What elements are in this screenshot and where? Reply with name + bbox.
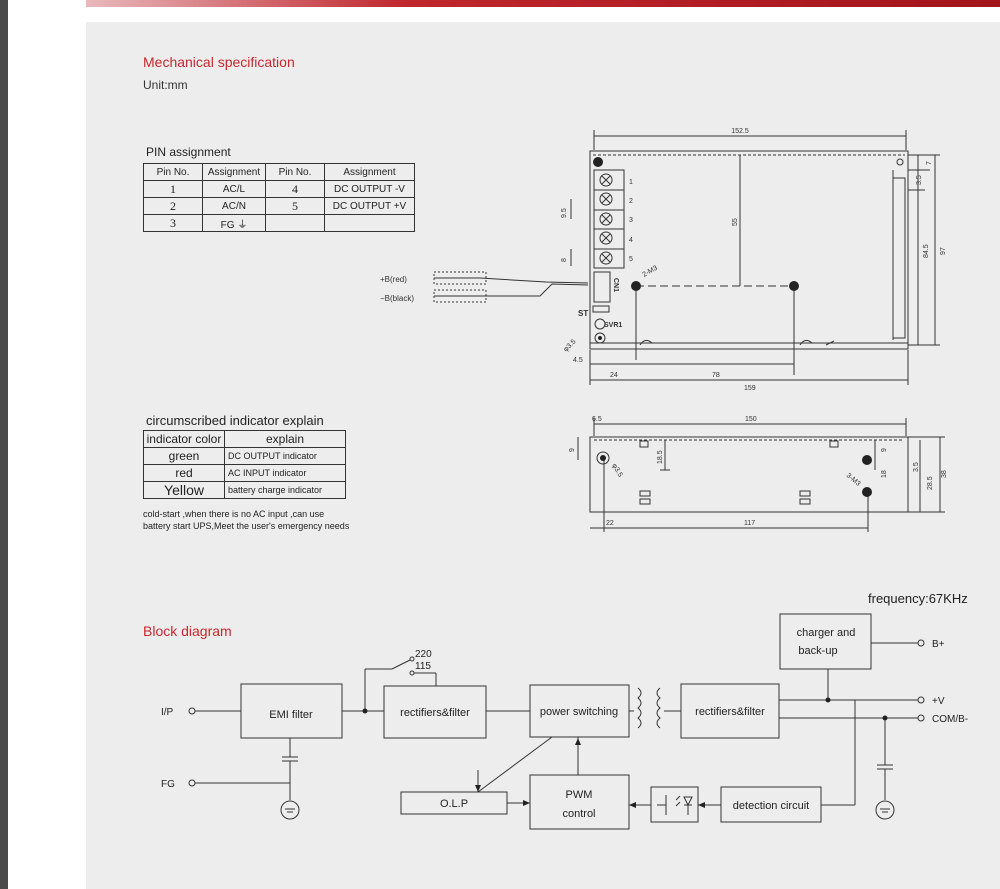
dim-28-5: 28.5 <box>927 476 934 490</box>
dim-18: 18 <box>881 470 888 478</box>
indicator-table: indicator color explain green DC OUTPUT … <box>143 430 346 499</box>
indicator-header-2: explain <box>224 430 346 448</box>
indicator-table-header: indicator color explain <box>143 430 346 448</box>
terminal-3: 3 <box>629 217 633 224</box>
dim-55: 55 <box>732 218 739 226</box>
b-black-label: −B(black) <box>380 294 414 303</box>
dim-3-m3: 3-M3 <box>845 472 862 488</box>
dim-6-5: 6.5 <box>592 416 602 423</box>
dim-150: 150 <box>745 416 757 423</box>
dim-78: 78 <box>712 372 720 379</box>
block-diagram: I/P FG EMI filter rectifiers&filter 220 … <box>161 613 968 830</box>
power-switching-label: power switching <box>540 706 618 718</box>
unit-label: Unit:mm <box>143 78 188 92</box>
ip-label: I/P <box>161 707 174 718</box>
dim-38: 38 <box>941 470 948 478</box>
st-label: ST <box>578 309 588 318</box>
pwm-label-2: control <box>562 808 595 820</box>
header-accent-bar <box>86 0 1000 7</box>
rectifiers-filter-2-label: rectifiers&filter <box>695 706 765 718</box>
dim-8: 8 <box>561 258 568 262</box>
terminal-4: 4 <box>629 237 633 244</box>
table-row: red AC INPUT indicator <box>143 464 346 482</box>
pin-table-header: Pin No. Assignment Pin No. Assignment <box>143 163 415 181</box>
charger-label-2: back-up <box>798 645 837 657</box>
pin-table: Pin No. Assignment Pin No. Assignment 1 … <box>143 163 415 232</box>
note-line-2: battery start UPS,Meet the user's emerge… <box>143 521 350 531</box>
dim-7: 7 <box>926 161 933 165</box>
plus-v-label: +V <box>932 696 945 707</box>
olp-label: O.L.P <box>440 798 468 810</box>
table-row: Yellow battery charge indicator <box>143 481 346 499</box>
dim-84-5: 84.5 <box>923 244 930 258</box>
side-view-drawing: 6.5 150 9 18.5 9 18 3.5 28.5 38 22 117 φ… <box>569 416 948 532</box>
dim-18-5: 18.5 <box>657 450 664 464</box>
fg-label: FG <box>161 779 175 790</box>
dim-2-m3: 2-M3 <box>642 265 659 279</box>
detection-circuit-label: detection circuit <box>733 800 809 812</box>
b-red-label: +B(red) <box>380 275 407 284</box>
rectifiers-filter-1-label: rectifiers&filter <box>400 707 470 719</box>
dim-3-5: 3.5 <box>916 175 923 185</box>
table-row: 2 AC/N 5 DC OUTPUT +V <box>143 197 415 215</box>
voltage-220-label: 220 <box>415 649 432 660</box>
dim-22: 22 <box>606 520 614 527</box>
dim-side-3-5: 3.5 <box>913 462 920 472</box>
com-label: COM/B- <box>932 714 968 725</box>
pin-table-title: PIN assignment <box>146 145 231 159</box>
charger-label-1: charger and <box>797 627 856 639</box>
dim-24: 24 <box>610 372 618 379</box>
terminal-5: 5 <box>629 256 633 263</box>
b-plus-label: B+ <box>932 639 945 650</box>
top-view-drawing: 152.5 55 7 3.5 84.5 97 9.5 8 φ3.5 4.5 24… <box>380 128 947 392</box>
mechanical-title: Mechanical specification <box>143 54 295 70</box>
emi-filter-label: EMI filter <box>269 709 313 721</box>
dim-117: 117 <box>744 520 755 527</box>
table-row: green DC OUTPUT indicator <box>143 447 346 465</box>
frequency-label: frequency:67KHz <box>868 591 968 606</box>
indicator-explain: battery charge indicator <box>224 481 346 499</box>
voltage-115-label: 115 <box>415 661 431 672</box>
dim-4-5: 4.5 <box>573 357 583 364</box>
dim-side-hole-3-5: φ3.5 <box>610 463 623 479</box>
dim-hole-3-5: φ3.5 <box>562 338 577 353</box>
pin-cell <box>324 214 415 232</box>
table-row: 3 FG ⏚ <box>143 214 415 232</box>
note-line-1: cold-start ,when there is no AC input ,c… <box>143 509 325 519</box>
indicator-table-title: circumscribed indicator explain <box>146 413 324 428</box>
indicator-color: Yellow <box>143 481 225 499</box>
svr1-label: SVR1 <box>604 322 622 329</box>
terminal-1: 1 <box>629 179 633 186</box>
pwm-label-1: PWM <box>566 789 593 801</box>
window-left-edge <box>0 0 8 889</box>
cn1-label: CN1 <box>612 278 619 292</box>
dim-9: 9 <box>569 448 576 452</box>
dim-width-top: 152.5 <box>731 128 749 135</box>
dim-159: 159 <box>744 385 756 392</box>
block-diagram-title: Block diagram <box>143 623 232 639</box>
dim-97: 97 <box>940 247 947 255</box>
dim-9b: 9 <box>881 448 888 452</box>
dim-9-5: 9.5 <box>561 208 568 218</box>
terminal-2: 2 <box>629 198 633 205</box>
